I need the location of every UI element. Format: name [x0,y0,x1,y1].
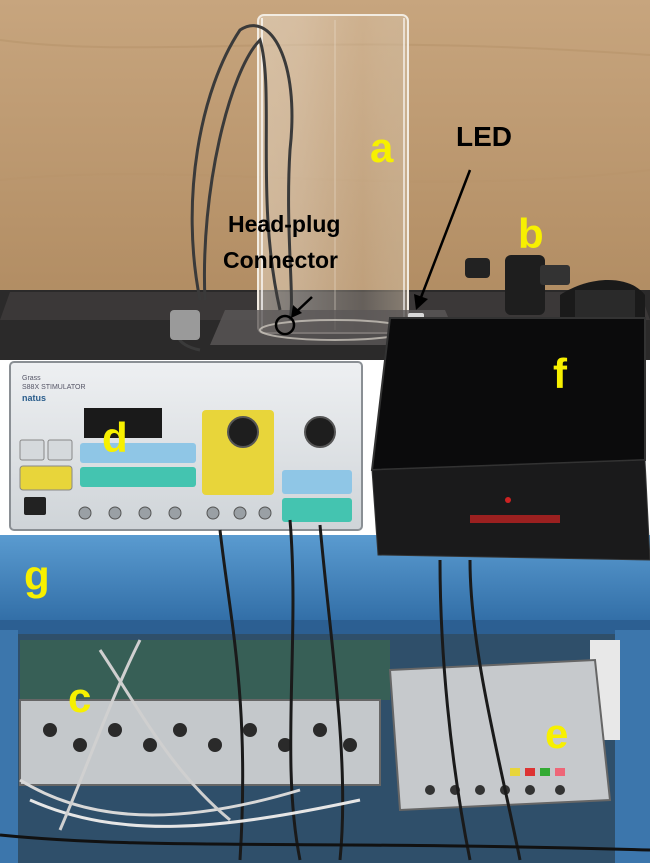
connector-clip [170,310,200,340]
head-plug-connector [274,314,296,336]
led-arrow [418,169,472,301]
amplifier-unit [19,699,381,786]
led-arrowhead [414,294,428,310]
paper-crease [0,39,650,56]
head-plug-label-line2: Connector [223,247,338,273]
cart-post-right [615,630,650,863]
green-panel [20,640,390,700]
cart-shelf-edge [0,620,650,634]
laptop [370,317,650,561]
head-plug-label-line1: Head-plug [228,211,340,237]
stimulator-maker-text: natus [22,393,46,403]
label-d: d [102,414,128,461]
label-b: b [518,210,544,257]
label-g: g [24,552,50,599]
stimulator-brand-text: Grass [22,375,41,382]
led-label: LED [456,121,512,152]
camera-clamp-assembly [465,255,645,325]
acquisition-box [388,658,612,812]
label-f: f [553,350,568,397]
cable-bundle [0,519,650,861]
grass-stimulator [9,361,363,531]
label-a: a [370,124,394,171]
stimulator-model-text: S88X STIMULATOR [22,384,86,391]
label-e: e [545,710,568,757]
head-plug-arrowhead [291,305,302,318]
label-c: c [68,674,91,721]
cart-post-left [0,630,18,863]
